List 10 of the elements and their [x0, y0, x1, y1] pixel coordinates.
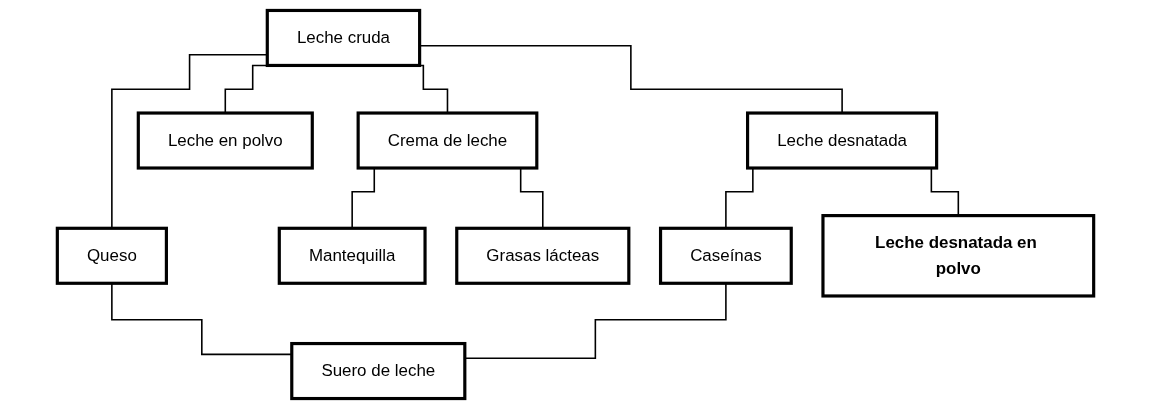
node-box: Leche desnatada en polvo — [821, 214, 1096, 298]
node-box: Suero de leche — [290, 341, 467, 401]
node-box: Caseínas — [658, 226, 793, 285]
node-box: Leche desnatada — [746, 111, 939, 170]
node-box: Leche cruda — [265, 8, 422, 68]
node-box: Mantequilla — [277, 226, 427, 285]
node-box: Crema de leche — [356, 111, 539, 170]
node-box: Queso — [55, 226, 168, 285]
node-box: Grasas lácteas — [455, 226, 631, 285]
node-box: Leche en polvo — [136, 111, 314, 170]
